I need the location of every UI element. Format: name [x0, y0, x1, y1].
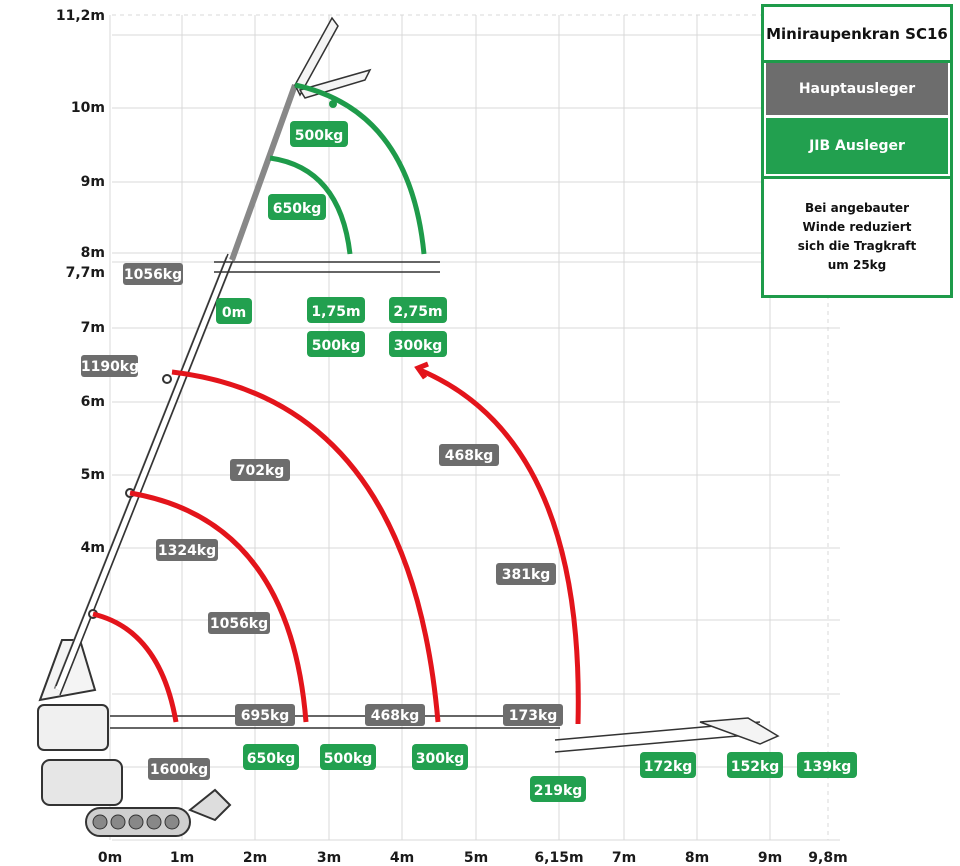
label-381kg: 381kg: [502, 567, 551, 583]
label-1600kg: 1600kg: [150, 762, 208, 778]
x-label-1m: 1m: [170, 850, 194, 866]
jib-label-500kg-cap: 500kg: [312, 338, 361, 354]
arc-468: [419, 367, 581, 725]
label-468kg-h: 468kg: [371, 708, 420, 724]
x-label-4m: 4m: [390, 850, 414, 866]
x-label-9-8m: 9,8m: [808, 850, 847, 866]
legend-note: Bei angebauter Winde reduziert sich die …: [764, 176, 950, 295]
label-500kg-ground: 500kg: [324, 751, 373, 767]
x-axis-labels: 0m 1m 2m 3m 4m 5m 6,15m 7m 8m 9m 9,8m: [98, 850, 848, 866]
legend-note-line-2: Winde reduziert: [802, 220, 912, 234]
x-label-3m: 3m: [317, 850, 341, 866]
legend-note-line-3: sich die Tragkraft: [797, 239, 917, 253]
label-1324kg: 1324kg: [158, 543, 216, 559]
legend-main-boom: Hauptausleger: [766, 63, 948, 115]
y-label-7-7m: 7,7m: [66, 265, 105, 281]
x-label-5m: 5m: [464, 850, 488, 866]
y-label-6m: 6m: [81, 394, 105, 410]
legend-box: Miniraupenkran SC16 Hauptausleger JIB Au…: [761, 4, 953, 298]
jib-label-650kg: 650kg: [273, 201, 322, 217]
jib-arc-2-75m: [294, 82, 427, 255]
y-label-4m: 4m: [81, 540, 105, 556]
label-1190kg: 1190kg: [81, 359, 139, 375]
label-139kg: 139kg: [803, 759, 852, 775]
label-172kg: 172kg: [644, 759, 693, 775]
horizontal-boom: [110, 715, 780, 753]
x-label-0m: 0m: [98, 850, 122, 866]
jib-arc-1-75m: [269, 155, 353, 255]
legend-jib-boom: JIB Ausleger: [766, 118, 948, 174]
y-axis-labels: 11,2m 10m 9m 8m 7,7m 7m 6m 5m 4m: [56, 8, 105, 556]
jib-label-1-75m: 1,75m: [311, 304, 360, 320]
x-label-9m: 9m: [758, 850, 782, 866]
capacity-labels: 1056kg 1190kg 702kg 1324kg 1056kg 468kg …: [81, 121, 857, 802]
y-label-5m: 5m: [81, 467, 105, 483]
legend-note-line-4: um 25kg: [827, 258, 887, 272]
label-1056kg: 1056kg: [210, 616, 268, 632]
y-label-7m: 7m: [81, 320, 105, 336]
label-300kg-ground: 300kg: [416, 751, 465, 767]
y-label-11-2m: 11,2m: [56, 8, 105, 24]
arc-468-arrowhead: [414, 361, 429, 380]
label-152kg: 152kg: [731, 759, 780, 775]
y-label-8m: 8m: [81, 245, 105, 261]
y-label-10m: 10m: [71, 100, 105, 116]
outrigger: [188, 788, 232, 822]
crane-turret: [37, 704, 109, 751]
crane-cabin: [41, 759, 123, 806]
track-wheels: [92, 814, 180, 830]
label-173kg: 173kg: [509, 708, 558, 724]
label-1056kg-top: 1056kg: [124, 267, 182, 283]
jib-label-0m: 0m: [222, 305, 246, 321]
label-468kg-arc: 468kg: [445, 448, 494, 464]
x-label-6-15m: 6,15m: [534, 850, 583, 866]
label-650kg-ground: 650kg: [247, 751, 296, 767]
label-695kg: 695kg: [241, 708, 290, 724]
x-label-2m: 2m: [243, 850, 267, 866]
label-219kg: 219kg: [534, 783, 583, 799]
arc-2-7m: [129, 490, 309, 723]
jib-label-300kg-cap: 300kg: [394, 338, 443, 354]
y-label-9m: 9m: [81, 174, 105, 190]
x-label-8m: 8m: [685, 850, 709, 866]
jib-label-500kg: 500kg: [295, 128, 344, 144]
telescopic-boom: [53, 253, 235, 696]
label-702kg: 702kg: [236, 463, 285, 479]
legend-title: Miniraupenkran SC16: [764, 7, 950, 63]
jib-label-2-75m: 2,75m: [393, 304, 442, 320]
jib-boom: [214, 16, 440, 273]
arc-4-5m: [171, 369, 441, 723]
jib-arcs: [269, 82, 427, 255]
main-boom-arcs: [92, 361, 581, 725]
arc-1m: [92, 611, 179, 723]
x-label-7m: 7m: [612, 850, 636, 866]
legend-note-line-1: Bei angebauter: [805, 201, 909, 215]
